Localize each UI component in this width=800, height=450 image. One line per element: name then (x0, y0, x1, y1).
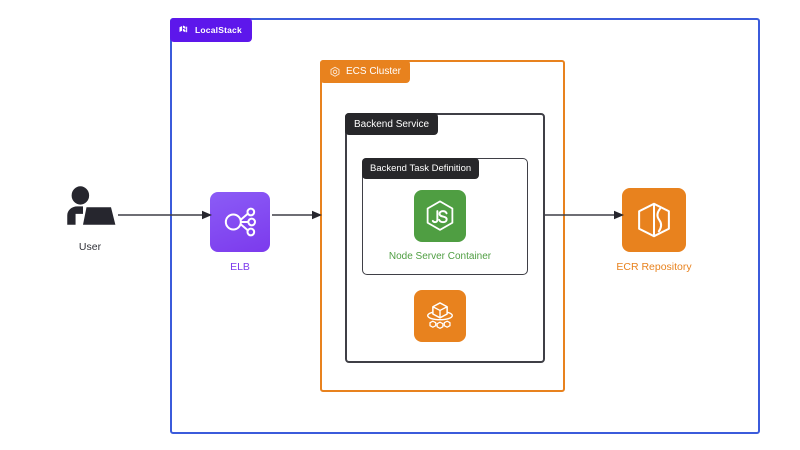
ecs-task-container-icon (427, 302, 453, 329)
ecr-cube-icon (638, 202, 670, 238)
localstack-logo-icon (179, 25, 188, 33)
localstack-boundary-box (170, 18, 760, 434)
ecs-cluster-label: ECS Cluster (346, 66, 402, 77)
node-nodejs-container[interactable]: Node Server Container (389, 190, 491, 262)
node-ecr-repository[interactable]: ECR Repository (616, 188, 692, 273)
ecs-task-tile[interactable] (414, 290, 466, 342)
node-elb[interactable]: ELB (210, 192, 270, 273)
arrow-backend-service-to-ecr (544, 209, 624, 221)
arrow-elb-to-ecs-cluster (272, 209, 322, 221)
user-at-laptop-icon (67, 186, 116, 225)
node-user: User (47, 186, 133, 253)
ecs-cluster-box (320, 60, 565, 392)
backend-service-box (345, 113, 545, 363)
user-label: User (78, 241, 102, 253)
nodejs-container-label: Node Server Container (388, 251, 492, 262)
node-ecs-task[interactable] (414, 290, 466, 342)
ecr-tile[interactable] (622, 188, 686, 252)
localstack-badge-label: LocalStack (195, 25, 242, 35)
elastic-load-balancer-icon (224, 207, 256, 237)
ecs-cluster-icon (330, 66, 340, 77)
ecr-label: ECR Repository (616, 261, 692, 273)
nodejs-tile[interactable] (414, 190, 466, 242)
backend-task-definition-label: Backend Task Definition (370, 163, 472, 174)
elb-label: ELB (230, 261, 250, 273)
ecs-cluster-tab: ECS Cluster (320, 60, 411, 83)
backend-service-label: Backend Service (354, 118, 430, 130)
arrow-user-to-elb (118, 209, 212, 221)
backend-task-definition-tab: Backend Task Definition (362, 158, 480, 179)
localstack-badge: LocalStack (170, 18, 252, 42)
elb-tile[interactable] (210, 192, 270, 252)
backend-service-tab: Backend Service (345, 113, 439, 135)
nodejs-js-hexagon-icon (426, 200, 454, 231)
